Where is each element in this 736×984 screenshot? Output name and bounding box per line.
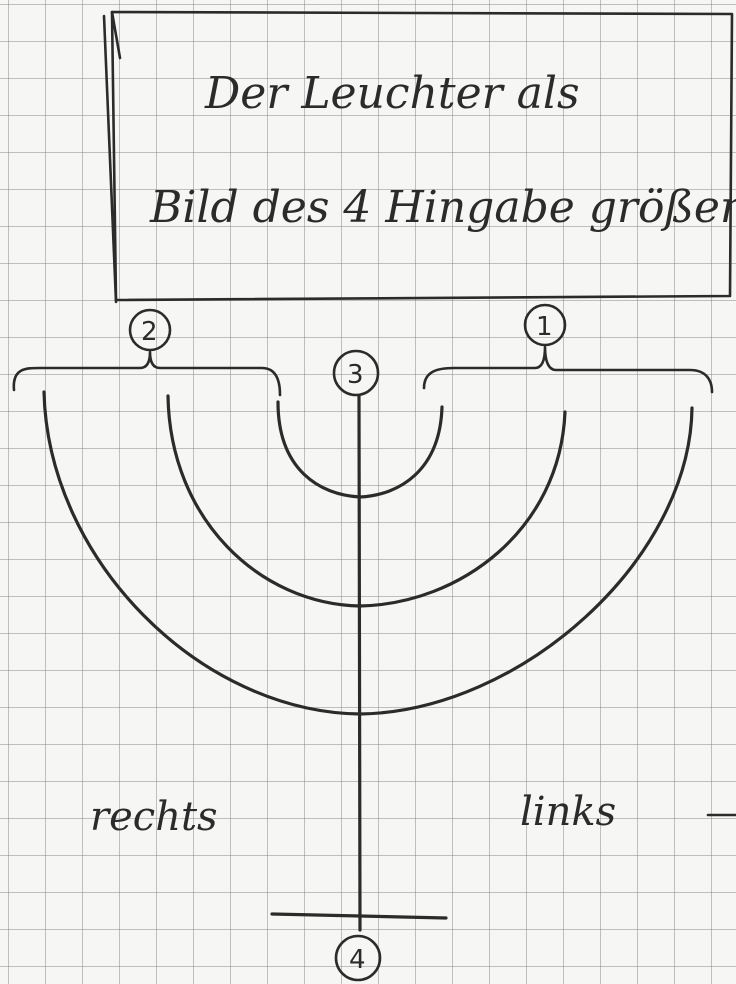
marker-1-label: 1 xyxy=(536,312,553,342)
outer-arm xyxy=(44,392,692,714)
middle-arm xyxy=(168,396,565,606)
label-left: rechts xyxy=(90,794,218,840)
label-right: links xyxy=(520,789,616,835)
marker-4: 4 xyxy=(336,936,380,980)
title-line-1: Der Leuchter als xyxy=(204,68,580,119)
marker-4-label: 4 xyxy=(349,945,366,975)
base-bar xyxy=(272,914,446,918)
right-brace xyxy=(424,347,712,392)
title-line-2: Bild des 4 Hingabe größen xyxy=(149,182,736,233)
marker-2-label: 2 xyxy=(141,317,158,347)
center-stem xyxy=(359,396,360,930)
marker-3-label: 3 xyxy=(347,360,364,390)
marker-1: 1 xyxy=(525,305,565,345)
marker-2: 2 xyxy=(130,310,170,350)
marker-3: 3 xyxy=(334,351,378,395)
left-brace xyxy=(14,352,280,395)
title-box xyxy=(104,12,732,302)
